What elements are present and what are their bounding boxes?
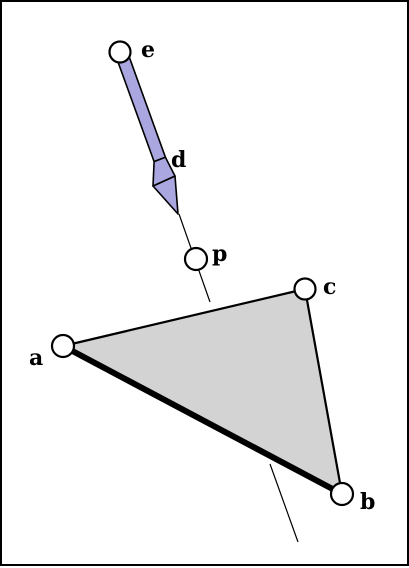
arrow-shaft	[115, 51, 167, 163]
label-a: a	[29, 345, 43, 371]
point-c	[293, 277, 317, 301]
point-e	[108, 40, 132, 64]
ray-line-lower	[269, 463, 299, 543]
arrow-neck	[152, 156, 176, 187]
label-d: d	[171, 147, 186, 173]
edge-ab	[60, 343, 345, 497]
label-e: e	[141, 37, 155, 63]
label-c: c	[323, 274, 336, 300]
triangle-abc	[61, 287, 344, 496]
point-p	[183, 246, 209, 272]
label-b: b	[360, 489, 375, 515]
point-b	[329, 481, 355, 507]
direction-arrow-d	[115, 51, 179, 215]
label-p: p	[212, 241, 227, 267]
point-a	[50, 333, 76, 359]
